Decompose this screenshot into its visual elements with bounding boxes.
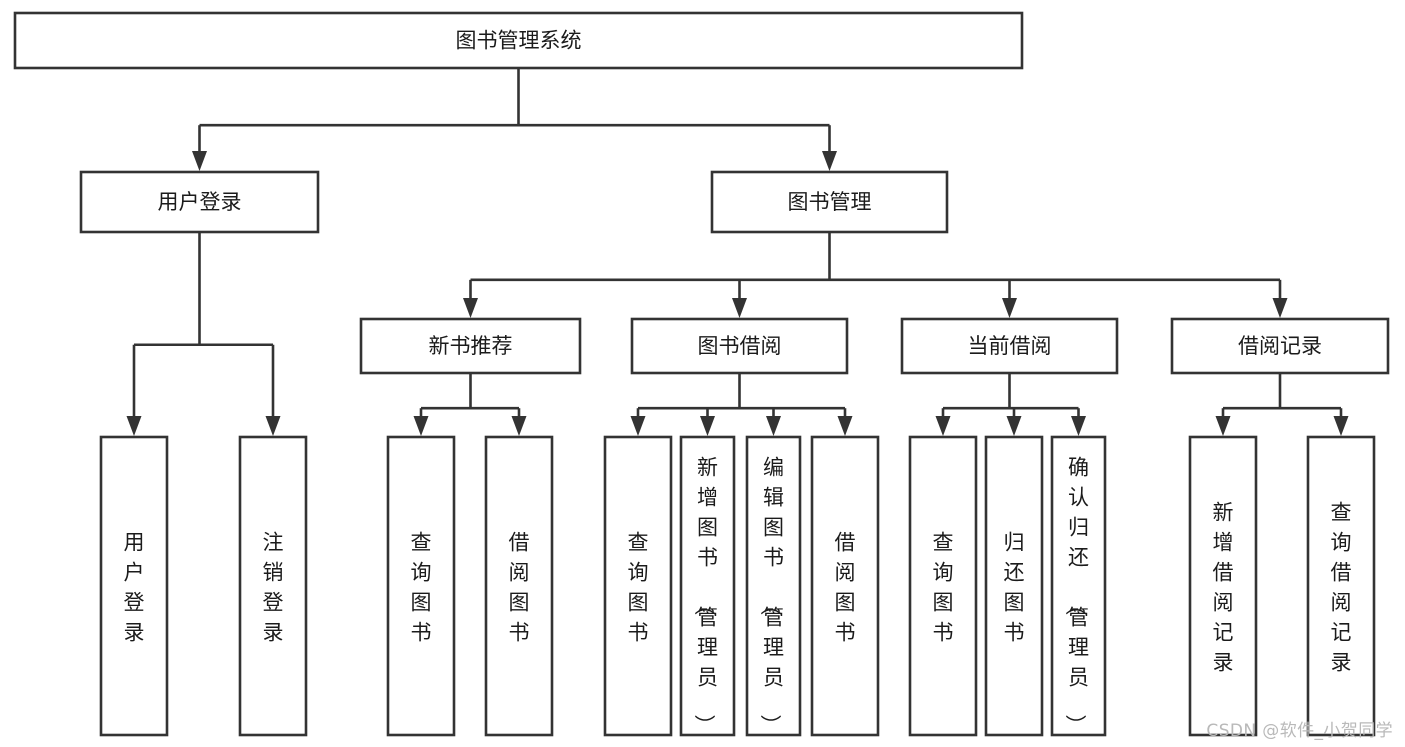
node-box [710, 170, 949, 234]
node-label: 查询借阅记录 [1331, 500, 1352, 674]
node-label: 确认归还（管理员） [1063, 455, 1089, 735]
node-leaf-return-book[interactable]: 归还图书 [984, 435, 1044, 737]
node-label: 查询图书 [411, 530, 432, 644]
node-root[interactable]: 图书管理系统 [13, 11, 1024, 70]
node-leaf-add-book[interactable]: 新增图书（管理员） [679, 435, 736, 737]
node-box [908, 435, 978, 737]
node-label: 用户登录 [124, 530, 145, 644]
node-box [679, 435, 736, 737]
node-leaf-confirm-return[interactable]: 确认归还（管理员） [1050, 435, 1107, 737]
node-leaf-borrow-book-2[interactable]: 借阅图书 [810, 435, 880, 737]
node-label: 借阅图书 [509, 530, 530, 644]
node-new-book-rec[interactable]: 新书推荐 [359, 317, 582, 375]
node-box [1170, 317, 1390, 375]
node-leaf-add-record[interactable]: 新增借阅记录 [1188, 435, 1258, 737]
node-label: 图书管理 [788, 190, 872, 214]
node-label: 新增图书（管理员） [692, 455, 718, 735]
node-user-login[interactable]: 用户登录 [79, 170, 320, 234]
node-label: 图书管理系统 [456, 29, 582, 53]
node-label: 新增借阅记录 [1213, 500, 1234, 674]
node-box [810, 435, 880, 737]
node-box [484, 435, 554, 737]
node-leaf-query-book-1[interactable]: 查询图书 [386, 435, 456, 737]
node-leaf-edit-book[interactable]: 编辑图书（管理员） [745, 435, 802, 737]
node-label: 查询图书 [628, 530, 649, 644]
node-label: 归还图书 [1004, 530, 1025, 644]
node-box [984, 435, 1044, 737]
node-box [359, 317, 582, 375]
node-box [1188, 435, 1258, 737]
node-box [99, 435, 169, 737]
node-label: 用户登录 [158, 190, 242, 214]
node-box [900, 317, 1119, 375]
node-label: 借阅图书 [835, 530, 856, 644]
watermark-text: CSDN @软件_小贺同学 [1206, 721, 1393, 741]
node-label: 图书借阅 [698, 334, 782, 358]
node-leaf-logout[interactable]: 注销登录 [238, 435, 308, 737]
node-box [238, 435, 308, 737]
node-box [1050, 435, 1107, 737]
node-label: 当前借阅 [968, 334, 1052, 358]
node-box [13, 11, 1024, 70]
node-leaf-query-book-3[interactable]: 查询图书 [908, 435, 978, 737]
edges-layer [126, 68, 1349, 436]
node-leaf-query-record[interactable]: 查询借阅记录 [1306, 435, 1376, 737]
node-box [386, 435, 456, 737]
node-book-manage[interactable]: 图书管理 [710, 170, 949, 234]
node-box [630, 317, 849, 375]
node-leaf-query-book-2[interactable]: 查询图书 [603, 435, 673, 737]
node-label: 查询图书 [933, 530, 954, 644]
node-label: 新书推荐 [429, 334, 513, 358]
node-box [745, 435, 802, 737]
node-leaf-user-login[interactable]: 用户登录 [99, 435, 169, 737]
node-label: 编辑图书（管理员） [758, 455, 784, 735]
node-current-borrow[interactable]: 当前借阅 [900, 317, 1119, 375]
node-book-borrow[interactable]: 图书借阅 [630, 317, 849, 375]
node-leaf-borrow-book-1[interactable]: 借阅图书 [484, 435, 554, 737]
node-box [1306, 435, 1376, 737]
node-label: 借阅记录 [1238, 334, 1322, 358]
node-borrow-record[interactable]: 借阅记录 [1170, 317, 1390, 375]
node-label: 注销登录 [263, 530, 284, 644]
node-box [79, 170, 320, 234]
node-box [603, 435, 673, 737]
nodes-layer: 图书管理系统用户登录图书管理新书推荐图书借阅当前借阅借阅记录用户登录注销登录查询… [13, 11, 1390, 737]
